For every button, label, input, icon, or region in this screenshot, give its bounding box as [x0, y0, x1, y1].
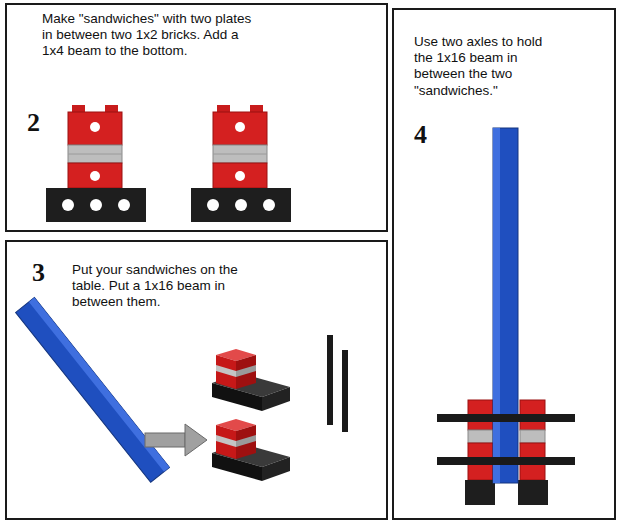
sandwich-front: [90, 171, 100, 181]
instruction-panel: 3 Put your sandwiches on the table. Put a…: [5, 240, 388, 520]
axle: [437, 414, 575, 422]
blue-beam: [493, 128, 518, 483]
axle: [437, 414, 575, 465]
sandwich-front: [468, 430, 493, 443]
sandwich-perspective: [216, 355, 236, 389]
sandwich-front: [68, 163, 122, 188]
sandwich-front: [518, 480, 548, 505]
sandwich-front: [191, 105, 291, 222]
step-number: 4: [414, 122, 444, 148]
sandwich-front: [68, 154, 122, 155]
sandwich-front: [118, 199, 130, 211]
sandwich-perspective: [236, 365, 256, 377]
instruction-text: Use two axles to hold the 1x16 beam in b…: [414, 34, 564, 99]
sandwich-front: [68, 145, 122, 163]
sandwich-front: [465, 480, 495, 505]
blue-beam: [16, 298, 170, 483]
sandwich-perspective: [216, 365, 236, 377]
instruction-panel: Use two axles to hold the 1x16 beam in b…: [392, 8, 616, 520]
axle: [437, 457, 575, 465]
instruction-text: Make "sandwiches" with two plates in bet…: [42, 11, 257, 60]
sandwich-perspective: [212, 419, 290, 481]
sandwich-perspective: [236, 355, 256, 389]
sandwich-front: [62, 199, 74, 211]
blue-beam: [16, 298, 170, 483]
blue-beam: [493, 128, 518, 483]
sandwich-front: [90, 122, 100, 132]
step-number: 2: [27, 110, 57, 136]
blue-beam: [493, 128, 500, 483]
sandwich-perspective: [262, 387, 290, 411]
step-number: 3: [32, 260, 62, 286]
gray-arrow: [185, 424, 207, 456]
axle: [327, 335, 333, 425]
gray-arrow: [145, 433, 185, 447]
gray-arrow: [145, 424, 207, 456]
axle: [327, 335, 348, 432]
sandwich-front: [46, 105, 146, 222]
sandwich-perspective: [212, 349, 290, 411]
instruction-panel: Make "sandwiches" with two plates in bet…: [5, 3, 388, 232]
sandwich-front: [46, 188, 146, 222]
sandwich-front: [90, 199, 102, 211]
sandwich-front: [520, 430, 545, 443]
instruction-text: Put your sandwiches on the table. Put a …: [72, 262, 257, 311]
sandwich-front: [68, 112, 122, 145]
axle: [342, 350, 348, 432]
